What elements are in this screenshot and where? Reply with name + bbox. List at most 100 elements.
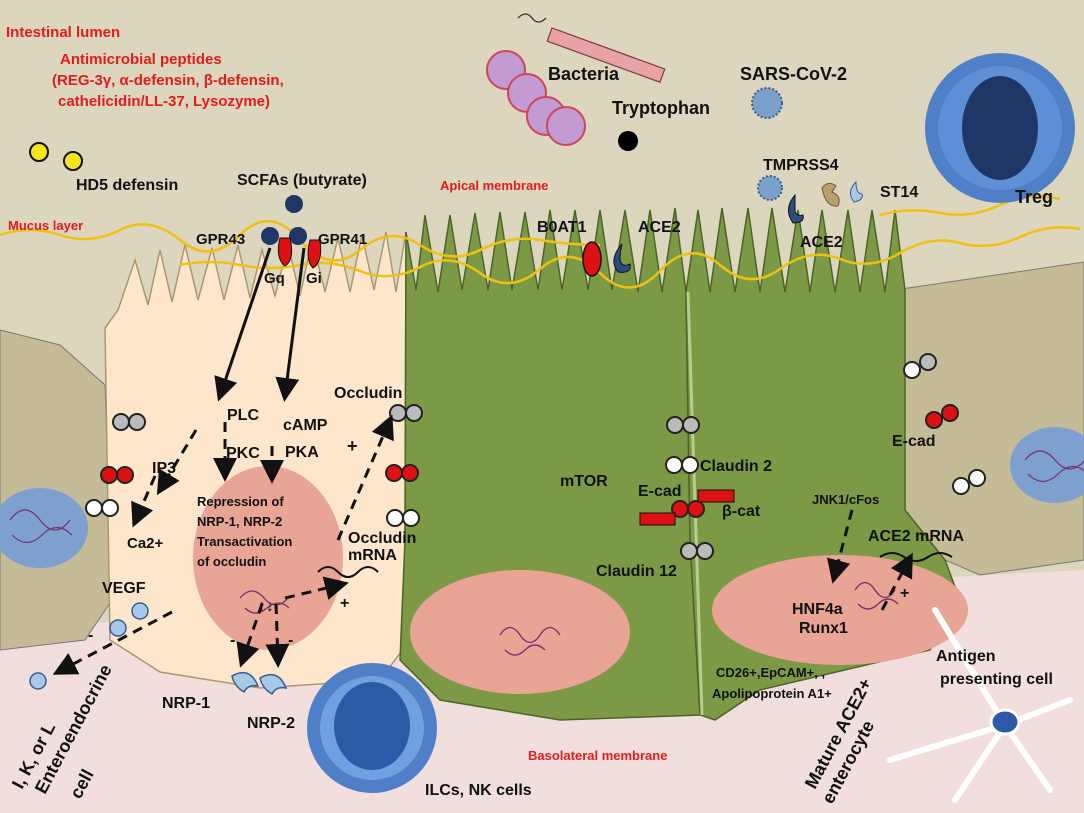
junction-pairs-green [665,416,714,560]
hd5-defensin-dot-2 [63,151,83,171]
label-gpr41: GPR41 [318,231,367,248]
label-ecad-right: E-cad [892,433,936,450]
arrow-occludin-mrna-up [336,414,394,541]
label-occludin-mrna-1: Occludin [348,530,416,547]
left-chromatin [9,509,73,544]
vegf-dot-1 [131,602,149,620]
junction-pairs-right [903,353,986,495]
enterocyte-nucleus-left [410,570,630,694]
label-sars-cov-2: SARS-CoV-2 [740,64,847,84]
right-neighbor-nucleus [1010,427,1084,503]
label-pka: PKA [285,444,319,461]
chromatin-green-left [499,626,561,656]
label-ca2: Ca2+ [127,535,164,552]
enteroendocrine-nucleus [193,466,343,650]
label-bcat: β-cat [722,503,761,520]
nrp1-icon [231,671,260,694]
ace2-receptor-left [613,243,631,273]
label-gi: Gi [306,270,322,287]
label-basolateral-membrane: Basolateral membrane [528,748,667,763]
label-tmprss4: TMPRSS4 [763,157,839,174]
right-chromatin [1024,450,1084,483]
label-occludin: Occludin [334,385,402,402]
label-repression-1: Repression of [197,494,284,509]
label-ip3: IP3 [152,460,176,477]
label-st14: ST14 [880,184,918,201]
arrow-jnk-hnf4a [827,509,854,584]
label-antigen: Antigen [936,648,996,665]
ecad-bar [639,512,676,526]
label-gq: Gq [264,270,285,287]
label-nrp2: NRP-2 [247,715,295,732]
scfa-dot-gpr41 [289,227,307,245]
gpr43-receptor [277,237,293,267]
label-ace2-right: ACE2 [800,234,843,251]
label-gpr43: GPR43 [196,231,245,248]
chromatin-orange [239,590,290,614]
label-nucleus-marker: ↑↓ [258,598,274,615]
bcat-bar [697,489,735,503]
label-apical-membrane: Apical membrane [440,178,548,193]
label-ace2-left: ACE2 [638,219,681,236]
scfa-dot-gpr43 [261,227,279,245]
label-mtor: mTOR [560,473,608,490]
arrow-gpr43-plc [214,247,272,402]
label-vegf: VEGF [102,580,146,597]
label-intestinal-lumen: Intestinal lumen [6,24,120,41]
label-minus-nrp1: - [230,632,235,649]
label-repression-4: of occludin [197,554,266,569]
left-neighbor-nucleus [0,488,88,568]
arrow-vegf-release [52,610,173,675]
label-hd5-defensin: HD5 defensin [76,177,178,194]
ilc-nk-nucleus [334,682,410,770]
vegf-dot-2 [109,619,127,637]
nrp2-icon [259,673,288,696]
treg-nucleus [962,76,1038,180]
bacteria-icon [486,13,666,146]
label-treg: Treg [1015,187,1053,207]
label-ecad-middle: E-cad [638,483,682,500]
left-neighbor-cell [0,329,113,651]
label-tryptophan: Tryptophan [612,98,710,118]
antigen-presenting-cell [887,607,1073,803]
scfa-dot-top [285,195,303,213]
label-bacteria: Bacteria [548,64,620,84]
label-plus-occludin: + [347,436,358,456]
enterocyte-nucleus-right [712,555,968,665]
label-camp: cAMP [283,417,328,434]
st14-protease [850,180,863,203]
label-plc: PLC [227,407,259,424]
label-ilcs-nk: ILCs, NK cells [425,782,532,799]
arrow-nucleus-mrna [284,576,349,600]
label-scfas: SCFAs (butyrate) [237,172,367,189]
arrow-nucleus-nrp2 [265,603,290,668]
label-hnf4a: HNF4a [792,601,843,618]
label-mucus-layer: Mucus layer [8,218,83,233]
label-ace2-mrna: ACE2 mRNA [868,528,964,545]
ace2-receptor-right [788,193,804,224]
arrow-gpr41-camp [275,247,306,402]
label-claudin12: Claudin 12 [596,563,677,580]
tryptophan-icon [618,131,638,151]
vegf-dot-released [29,672,47,690]
hd5-defensin-dot-1 [29,142,49,162]
label-antimicrobial-line3: cathelicidin/LL-37, Lysozyme) [58,93,270,110]
arrow-nucleus-nrp1 [236,603,264,668]
chromatin-green-right [854,581,899,610]
label-cd26-markers: CD26+,EpCAM+, , [716,665,825,680]
label-minus-nrp2: - [288,632,293,649]
label-apolipoprotein: Apolipoprotein A1+ [712,686,832,701]
arrow-runx1-ace2mrna [880,552,913,611]
b0at1-transporter [582,241,602,277]
apc-nucleus [989,708,1021,736]
label-antimicrobial-line2: (REG-3γ, α-defensin, β-defensin, [52,72,284,89]
label-occludin-mrna-2: mRNA [348,547,397,564]
label-repression-2: NRP-1, NRP-2 [197,514,282,529]
label-runx1: Runx1 [799,620,848,637]
label-repression-3: Transactivation [197,534,292,549]
mucus-layer-line-apical [179,226,1081,289]
label-presenting-cell: presenting cell [940,671,1053,688]
label-antimicrobial-title: Antimicrobial peptides [60,51,222,68]
gpr41-receptor [307,239,322,269]
